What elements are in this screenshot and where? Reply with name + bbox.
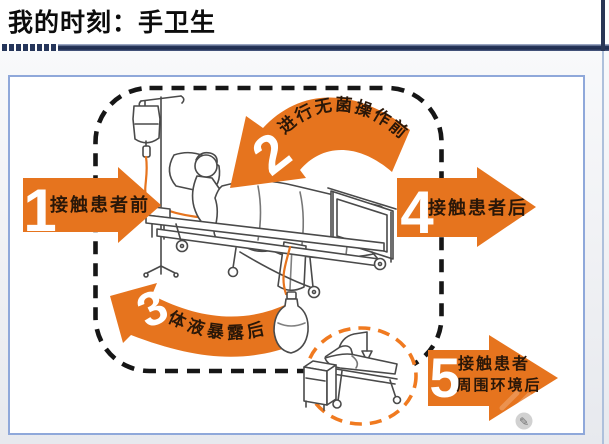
right-edge-accent-line <box>601 0 605 51</box>
caster-wheel <box>373 257 387 271</box>
small-bed-rails <box>329 367 398 385</box>
surroundings-bed-illustration <box>324 345 402 409</box>
surroundings-zone <box>303 326 418 426</box>
moment-2-arrow: 2 进行无菌操作前 <box>230 95 411 188</box>
small-caster-wheel <box>392 395 402 405</box>
bed-frame <box>145 205 387 299</box>
bed-legs <box>175 223 379 288</box>
moment-2-arrow-shape <box>230 97 410 188</box>
patient-bed-illustration <box>132 95 397 299</box>
patient-head <box>194 154 218 178</box>
upper-rail <box>145 214 385 252</box>
title-separator-bar <box>58 44 609 51</box>
patient-hair <box>195 151 218 164</box>
drainage-tube <box>282 245 292 296</box>
drainage-bag-cap <box>286 291 297 300</box>
moment-5-label-line1: 接触患者 <box>458 354 530 373</box>
bedside-cabinet <box>303 360 337 411</box>
moment-5-label-line2: 周围环境后 <box>456 376 541 394</box>
iv-bag <box>132 100 161 158</box>
moment-5-arrow: 5 接触患者 周围环境后 <box>428 335 558 421</box>
title-separator-dots <box>2 44 56 51</box>
caster-wheel <box>175 239 189 253</box>
drainage <box>273 245 309 354</box>
moment-1-label: 接触患者前 <box>50 194 150 215</box>
watermark-marks <box>499 390 532 415</box>
iv-stand-crossbar <box>140 95 182 102</box>
moment-5-arrow-shape <box>428 335 558 421</box>
iv-stand <box>138 95 185 278</box>
moment-1-number: 1 <box>23 177 56 244</box>
small-caster-wheel <box>332 399 342 409</box>
pencil-badge-icon: ✎ <box>515 412 533 430</box>
moment-4-number: 4 <box>400 179 434 246</box>
moment-4-arrow-shape <box>397 167 536 247</box>
moment-3-arrow-shape <box>110 283 297 357</box>
moment-1-arrow-shape <box>23 167 161 243</box>
page-title: 我的时刻：手卫生 <box>8 9 217 37</box>
caster-wheel <box>307 285 321 299</box>
iv-drip-chamber <box>142 145 151 158</box>
svg-text:✎: ✎ <box>519 415 529 429</box>
moment-4-arrow: 4 接触患者后 <box>397 167 536 247</box>
moment-1-arrow: 1 接触患者前 <box>23 167 161 244</box>
moment-4-label: 接触患者后 <box>428 197 528 218</box>
iv-stand-base <box>146 265 176 275</box>
small-bed-legs <box>337 370 397 402</box>
right-edge-thin-line <box>602 51 604 444</box>
moment-3-arrow: 3 体液暴露后 <box>110 280 297 357</box>
moment-5-number: 5 <box>429 346 460 409</box>
caster-wheel <box>227 266 239 278</box>
